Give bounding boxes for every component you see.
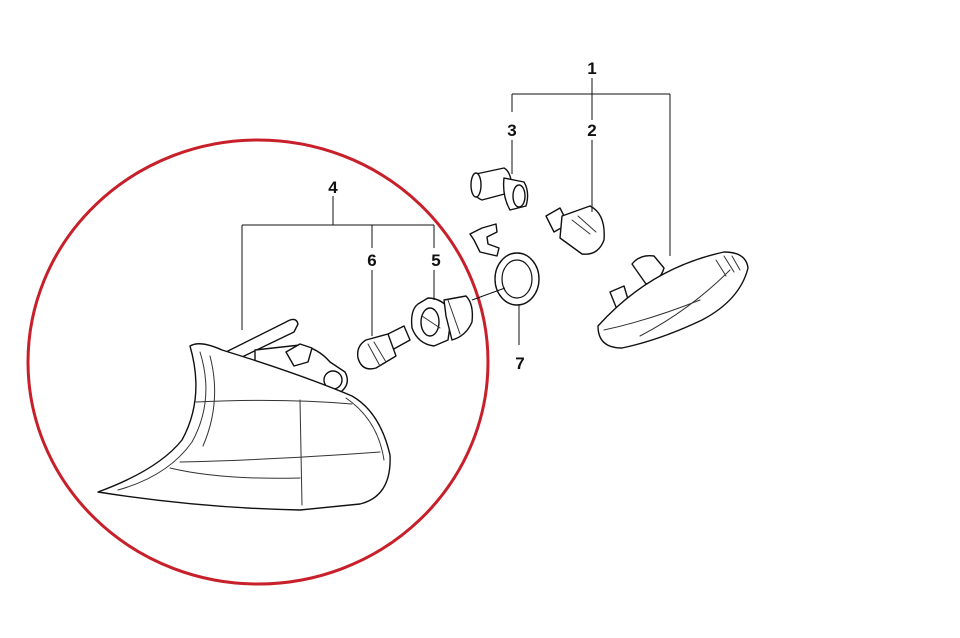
turn-signal-bulb [356,325,411,370]
callout-4: 4 [328,178,338,197]
callout-3: 3 [507,121,516,140]
highlight-circle [26,138,490,586]
side-marker-bulb [545,205,605,255]
leader-lines [241,78,671,345]
side-marker-light [597,251,749,349]
callout-1: 1 [587,59,596,78]
corner-turn-signal-lamp [97,318,391,511]
callout-6: 6 [367,251,376,270]
side-marker-socket [470,167,529,211]
callout-5: 5 [431,251,440,270]
callout-7: 7 [515,354,524,373]
bulb-socket [410,295,474,347]
callout-2: 2 [587,121,596,140]
gasket-ring [469,223,540,306]
